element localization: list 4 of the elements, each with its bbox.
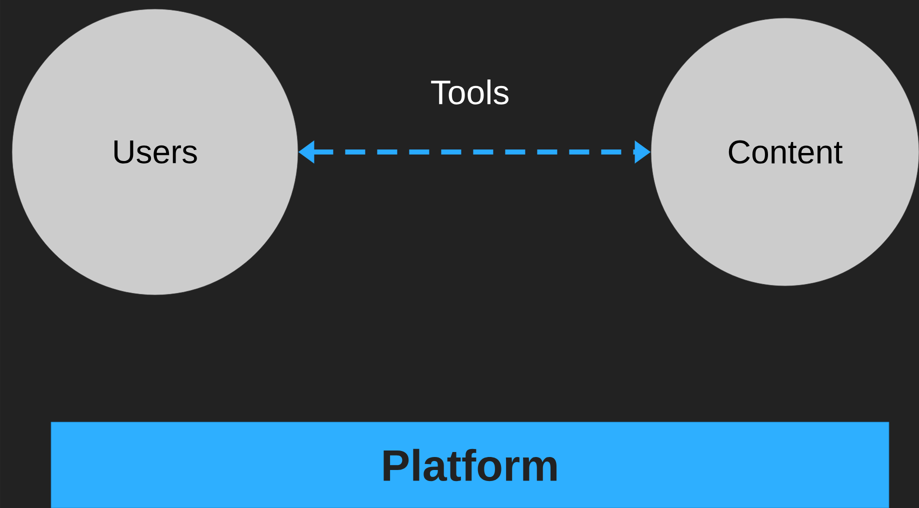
platform-bar: Platform — [50, 422, 890, 508]
circle-node: Users — [12, 8, 298, 296]
circle-node: Content — [650, 18, 919, 286]
edge-label: Tools — [431, 80, 508, 104]
